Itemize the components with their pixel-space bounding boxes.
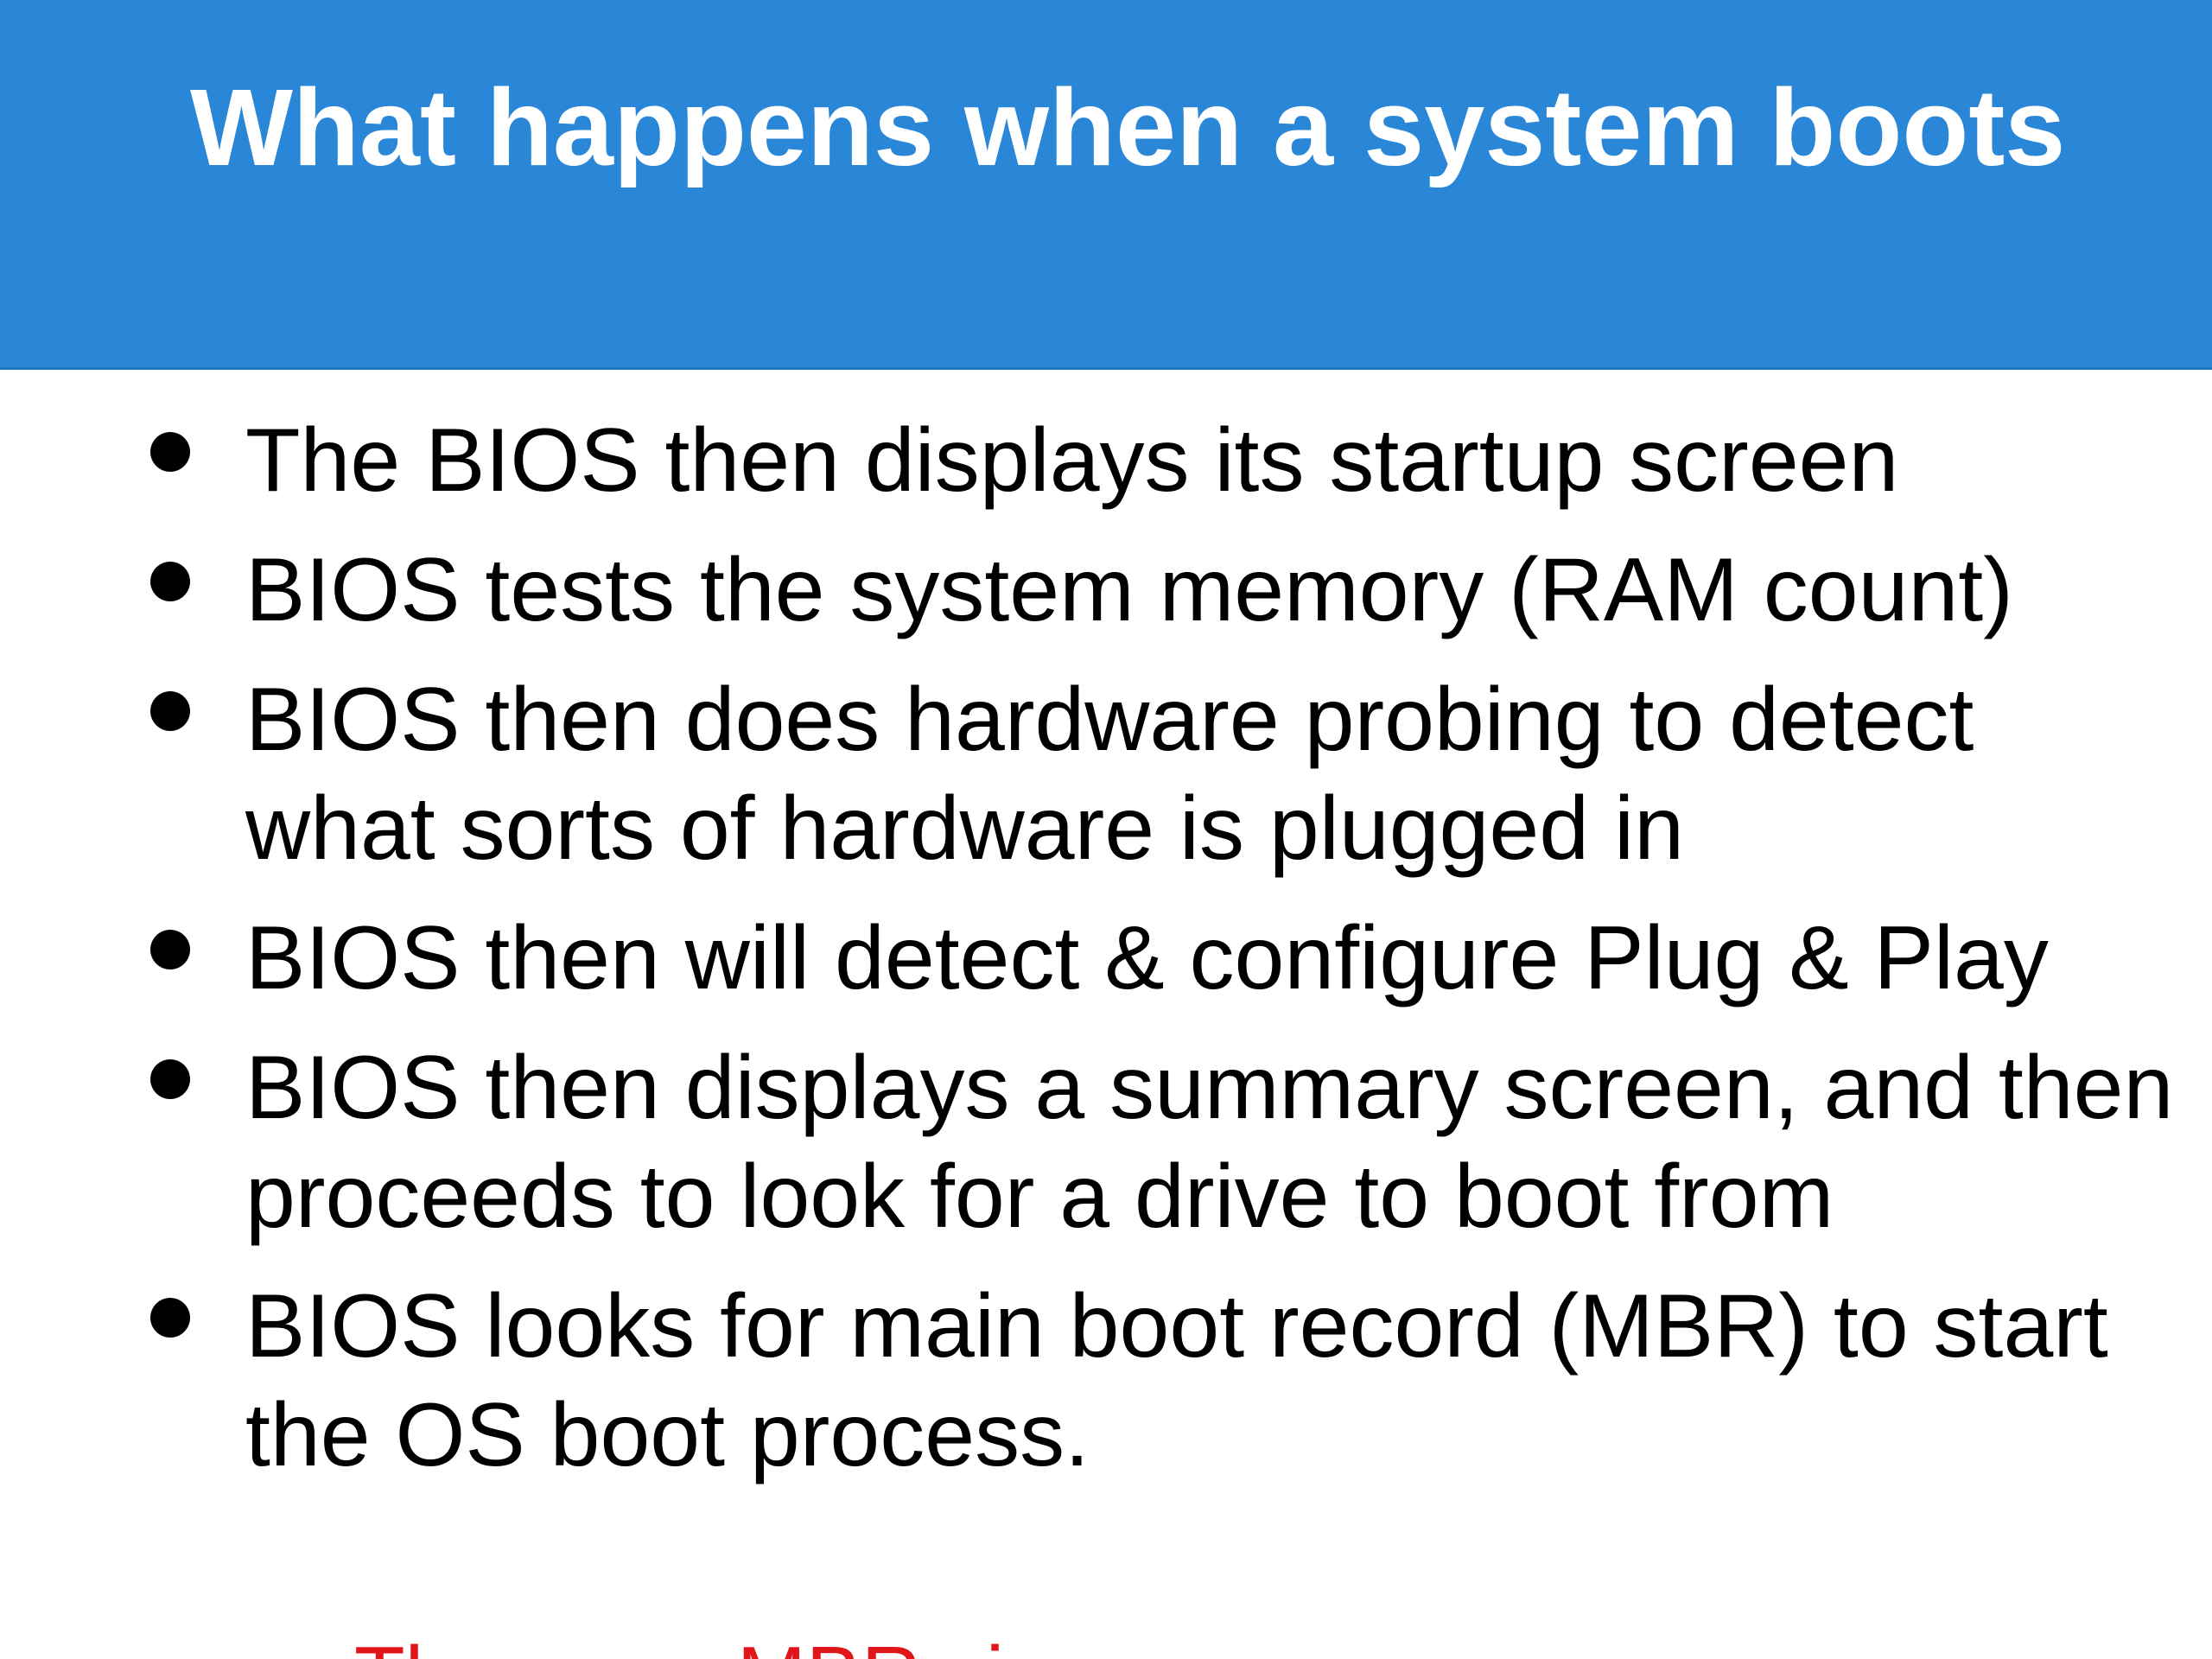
bullet-text: BIOS then will detect & configure Plug &… [245,908,2049,1008]
bullet-text: BIOS then displays a summary screen, and… [245,1038,2174,1247]
bullet-icon [150,930,190,969]
bullet-item: BIOS looks for main boot record (MBR) to… [0,1272,2212,1490]
title-banner: What happens when a system boots [0,0,2212,370]
bullet-item: BIOS then will detect & configure Plug &… [0,904,2212,1013]
bullet-icon [150,562,190,601]
bullet-icon [150,432,190,472]
bullet-item: The BIOS then displays its startup scree… [0,406,2212,515]
bullet-text: The BIOS then displays its startup scree… [245,410,1899,511]
bullet-icon [150,1059,190,1099]
bullet-text: BIOS tests the system memory (RAM count) [245,540,2013,640]
bullet-text: BIOS then does hardware probing to detec… [245,670,1974,879]
bullet-item: BIOS tests the system memory (RAM count) [0,536,2212,645]
bullet-text: BIOS looks for main boot record (MBR) to… [245,1276,2108,1485]
sub-note: There are MBR viruses [354,1624,1207,1659]
bullet-icon [150,691,190,731]
slide-title: What happens when a system boots [190,67,2066,188]
bullet-item: BIOS then does hardware probing to detec… [0,665,2212,883]
bullet-icon [150,1298,190,1338]
bullet-list: The BIOS then displays its startup scree… [0,406,2212,1510]
bullet-item: BIOS then displays a summary screen, and… [0,1033,2212,1251]
